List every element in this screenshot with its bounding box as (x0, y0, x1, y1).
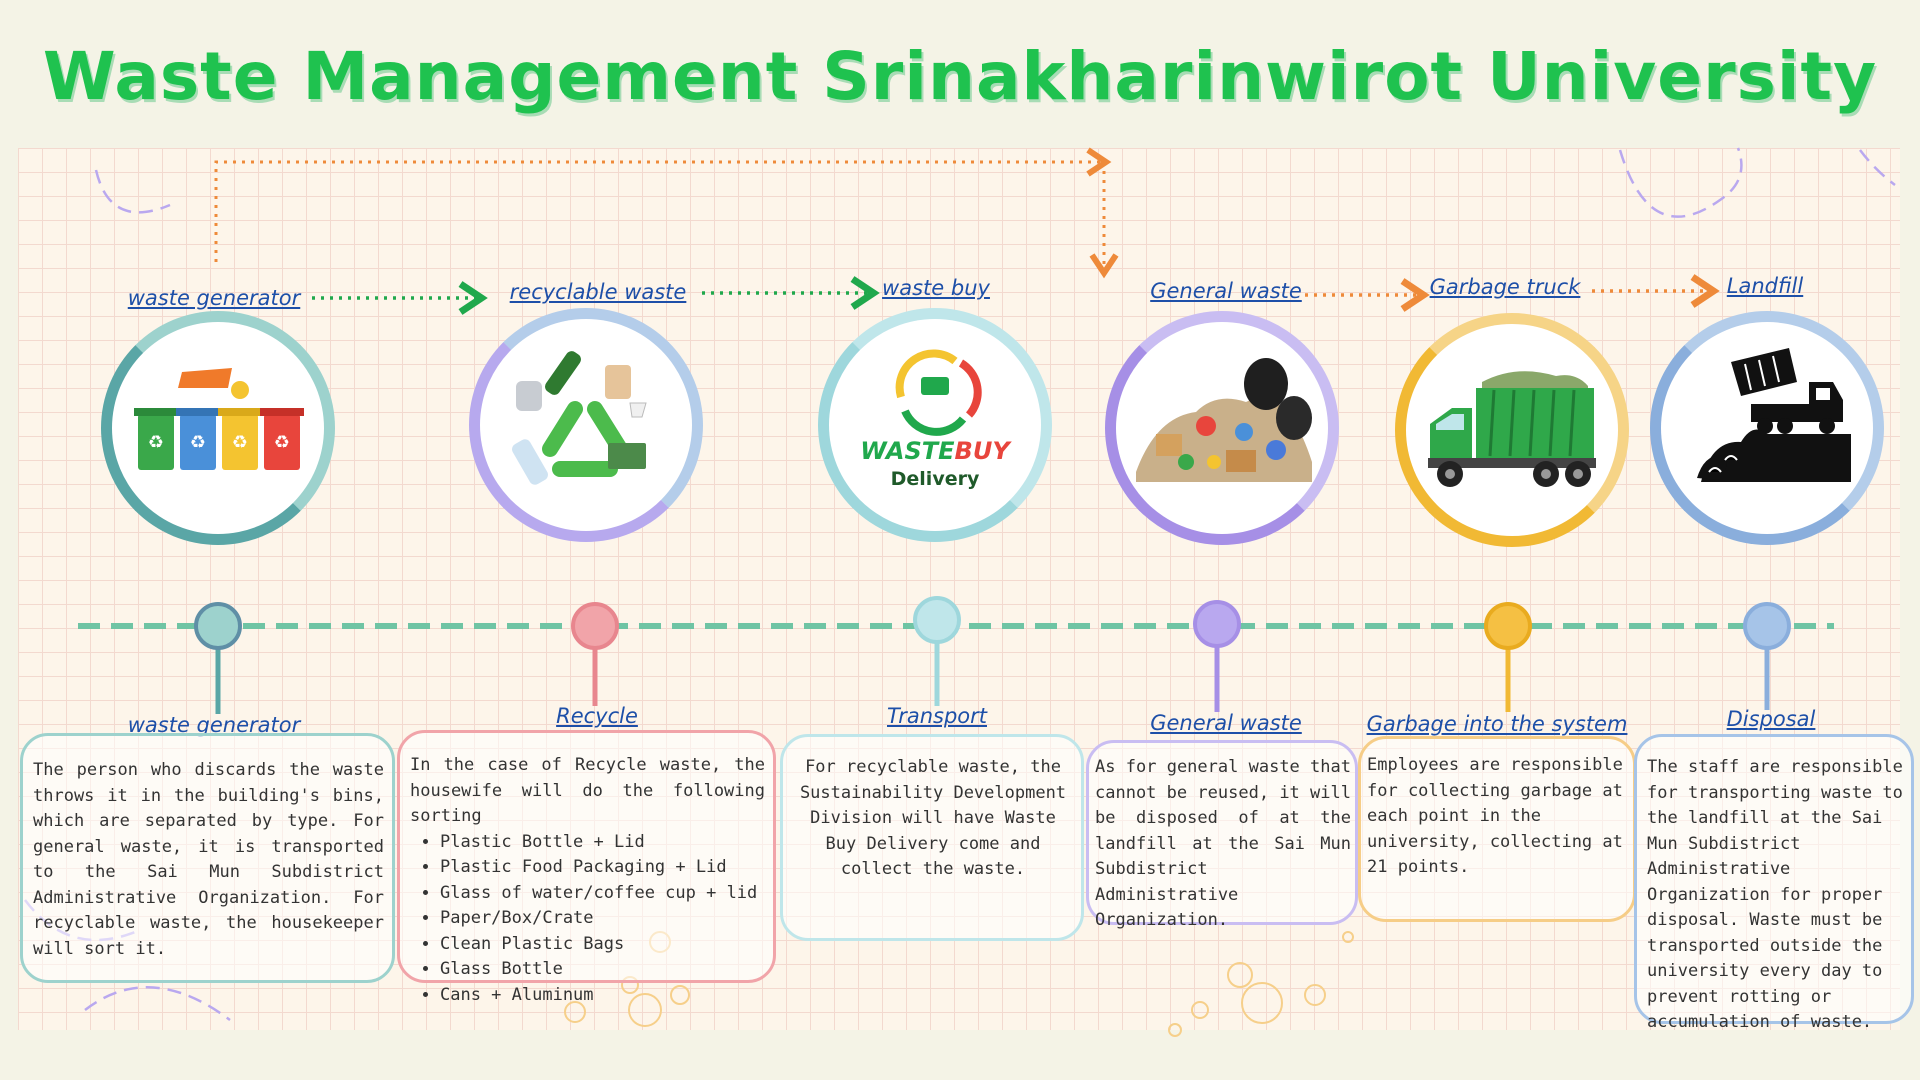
timeline-stem (1214, 640, 1220, 712)
stage-circle-recyclable-waste (469, 308, 703, 542)
recyclables-icon (512, 351, 647, 485)
sorting-list: Plastic Bottle + Lid Plastic Food Packag… (410, 830, 765, 1009)
stage-circle-waste-generator: ♻ ♻ ♻ ♻ (101, 311, 335, 545)
stage-label-recyclable-waste[interactable]: recyclable waste (509, 280, 687, 304)
svg-text:♻: ♻ (232, 432, 248, 453)
garbage-truck-icon (1428, 371, 1596, 487)
step-card-garbage-into-system: Employees are responsible for collecting… (1358, 736, 1636, 922)
list-item: Cans + Aluminum (440, 983, 765, 1009)
step-title-general-waste: General waste (1150, 711, 1302, 735)
timeline-dot-general-waste (1193, 600, 1241, 648)
timeline-stem (1505, 640, 1511, 712)
step-text: The staff are responsible for transporti… (1647, 757, 1903, 1032)
stage-label-waste-generator[interactable]: waste generator (127, 286, 301, 310)
step-title-transport: Transport (887, 704, 987, 728)
timeline-stem (592, 640, 598, 706)
step-title-garbage-into-system: Garbage into the system (1366, 712, 1628, 736)
step-text: Employees are responsible for collecting… (1367, 755, 1623, 877)
recycle-bins-icon: ♻ ♻ ♻ ♻ (134, 368, 304, 470)
list-item: Clean Plastic Bags (440, 932, 765, 958)
loop-arrow (214, 147, 1112, 262)
step-card-transport: For recyclable waste, the Sustainability… (780, 734, 1084, 941)
dump-truck-landfill-icon (1697, 348, 1851, 482)
stage-label-waste-buy[interactable]: waste buy (882, 276, 990, 300)
list-item: Glass Bottle (440, 957, 765, 983)
step-card-recycle: In the case of Recycle waste, the housew… (397, 730, 776, 1005)
list-item: Plastic Bottle + Lid (440, 830, 765, 856)
list-item: Glass of water/coffee cup + lid (440, 881, 765, 907)
waste-buy-sub: Delivery (891, 468, 980, 490)
step-card-disposal: The staff are responsible for transporti… (1634, 734, 1914, 1032)
stage-circle-garbage-truck (1395, 313, 1629, 547)
timeline-dot-disposal (1743, 602, 1791, 650)
list-item: Paper/Box/Crate (440, 906, 765, 932)
step-card-waste-generator: The person who discards the waste throws… (20, 733, 395, 983)
stage-label-landfill[interactable]: Landfill (1726, 274, 1804, 298)
stage-circle-waste-buy: WASTEBUY Delivery (818, 308, 1052, 542)
step-text: As for general waste that cannot be reus… (1095, 757, 1351, 930)
timeline-stem (215, 640, 221, 714)
timeline-stem (934, 640, 940, 706)
stage-circle-landfill (1650, 311, 1884, 545)
timeline-dot-waste-generator (194, 602, 242, 650)
timeline-dot-transport (913, 596, 961, 644)
svg-text:♻: ♻ (190, 432, 206, 453)
stage-circle-general-waste (1105, 311, 1339, 545)
timeline-dot-garbage-system (1484, 602, 1532, 650)
waste-buy-logo-icon: WASTEBUY Delivery (860, 349, 1012, 490)
step-title-recycle: Recycle (556, 704, 638, 728)
garbage-pile-icon (1136, 358, 1312, 482)
step-card-general-waste: As for general waste that cannot be reus… (1086, 740, 1358, 930)
stage-label-general-waste[interactable]: General waste (1150, 279, 1302, 303)
waste-buy-brand: WASTEBUY (860, 437, 1012, 465)
svg-text:♻: ♻ (274, 432, 290, 453)
step-text: In the case of Recycle waste, the housew… (410, 755, 765, 826)
page-title: Waste Management Srinakharinwirot Univer… (42, 38, 1878, 115)
svg-text:♻: ♻ (148, 432, 164, 453)
list-item: Plastic Food Packaging + Lid (440, 855, 765, 881)
timeline-dot-recycle (571, 602, 619, 650)
timeline-stem (1764, 640, 1770, 710)
step-title-disposal: Disposal (1726, 707, 1816, 731)
step-text: For recyclable waste, the Sustainability… (799, 757, 1067, 879)
stage-label-garbage-truck[interactable]: Garbage truck (1429, 275, 1581, 299)
step-text: The person who discards the waste throws… (33, 760, 384, 959)
